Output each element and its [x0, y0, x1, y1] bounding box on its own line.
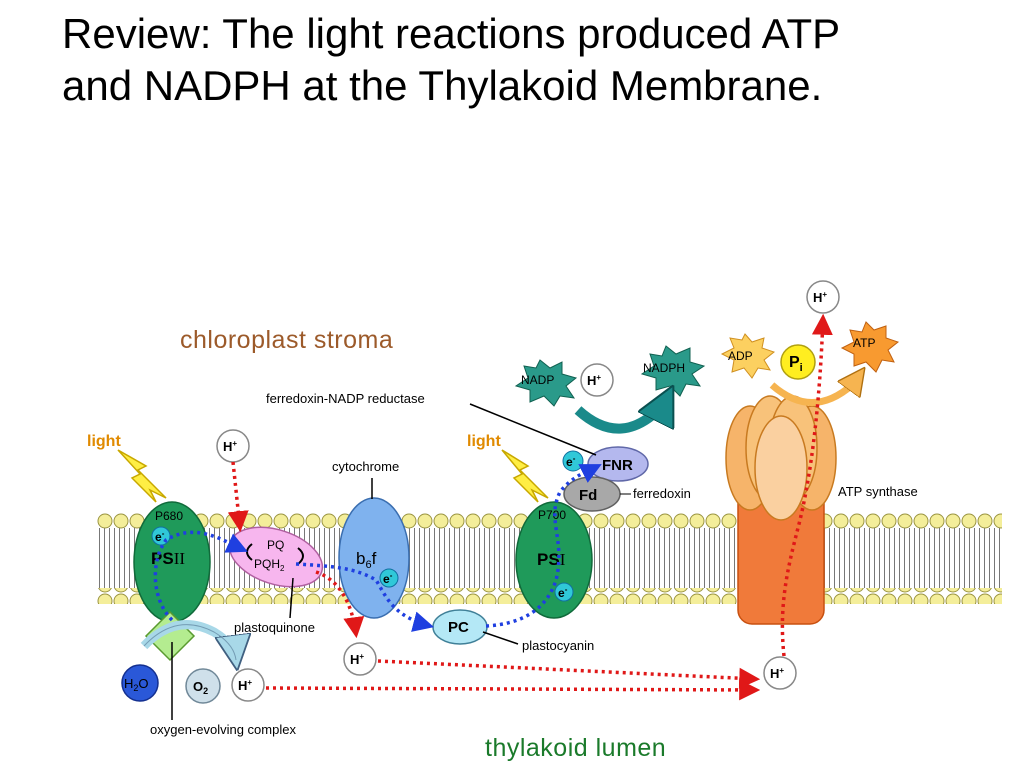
proton-stroma-nadp: H+: [580, 363, 614, 397]
proton-lumen-water: H+: [231, 668, 265, 702]
plastoquinone-leader: [289, 577, 294, 619]
proton-path-water-to-synthase: [265, 679, 761, 701]
svg-text:H+: H+: [238, 678, 252, 693]
proton-path-b6f-to-synthase: [377, 659, 761, 689]
electron-b6f-label: e-: [383, 571, 393, 586]
slide-title: Review: The light reactions produced ATP…: [62, 8, 1002, 112]
fnr-complex: [587, 446, 649, 482]
proton-lumen-atp-synthase: H+: [763, 656, 797, 690]
proton-stroma-atp: H+: [806, 280, 840, 314]
plastocyanin-label: plastocyanin: [522, 638, 594, 653]
pi-circle: [780, 344, 816, 380]
pc-label: PC: [448, 619, 469, 636]
electron-psii-label: e-: [155, 529, 165, 544]
fd-label: Fd: [579, 487, 597, 504]
cytochrome-b6f: [338, 497, 410, 619]
electron-b6f: [379, 568, 399, 588]
atp-star: [840, 321, 900, 373]
pq-label: PQ: [267, 538, 284, 552]
atp-formation-arrow: [769, 374, 860, 406]
slide-title-line-2: and NADPH at the Thylakoid Membrane.: [62, 62, 823, 109]
svg-text:H+: H+: [770, 666, 784, 681]
p680-label: P680: [155, 509, 183, 523]
proton-path-pq-to-lumen: [315, 570, 365, 639]
water-molecule: [121, 664, 159, 702]
electron-fd-label: e-: [566, 454, 576, 469]
b6f-label: b6f: [356, 549, 377, 571]
electron-path-pq-to-pc: [295, 562, 435, 632]
fnr-leader: [469, 403, 597, 456]
psi-label: PSI: [537, 550, 566, 569]
cytochrome-label: cytochrome: [332, 459, 399, 474]
oec-label: oxygen-evolving complex: [150, 722, 296, 737]
light-bolt-psi: [501, 449, 549, 503]
water-split-arrow-outline: [143, 624, 237, 661]
adp-label: ADP: [728, 349, 753, 363]
light-label-psii: light: [87, 433, 121, 450]
nadp-label: NADP: [521, 373, 554, 387]
proton-lumen-b6f: H+: [343, 642, 377, 676]
electron-psi-label: e-: [558, 585, 568, 600]
plastocyanin-leader: [482, 631, 519, 645]
atp-synthase: [725, 395, 837, 625]
atp-label: ATP: [853, 336, 875, 350]
light-bolt-psii: [117, 449, 167, 503]
lumen-label: thylakoid lumen: [485, 734, 666, 762]
stroma-label: chloroplast stroma: [180, 326, 393, 354]
proton-stroma-psii: H+: [216, 429, 250, 463]
water-label: H2O: [124, 676, 149, 693]
ferredoxin-label: ferredoxin: [633, 486, 691, 501]
atp-synthase-label: ATP synthase: [838, 484, 918, 499]
nadph-label: NADPH: [643, 361, 685, 375]
pq-cycle-arrow-right: [297, 547, 304, 565]
oxygen-molecule: [185, 668, 221, 704]
nadp-star: [514, 359, 578, 407]
svg-text:H+: H+: [813, 290, 827, 305]
svg-text:H+: H+: [350, 652, 364, 667]
plastoquinone-label: plastoquinone: [234, 620, 315, 635]
slide-title-line-1: Review: The light reactions produced ATP: [62, 10, 841, 57]
adp-star: [720, 333, 776, 379]
electron-path-psii-to-pq: [153, 530, 248, 622]
pqh2-label: PQH2: [254, 557, 285, 573]
fnr-label: FNR: [602, 457, 633, 474]
p700-label: P700: [538, 508, 566, 522]
fnr-name-label: ferredoxin-NADP reductase: [266, 391, 425, 406]
light-label-psi: light: [467, 433, 501, 450]
svg-text:H+: H+: [223, 439, 237, 454]
electron-psi: [554, 582, 574, 602]
electron-fd: [562, 450, 584, 472]
pi-label: Pi: [789, 354, 803, 374]
oxygen-label: O2: [193, 679, 208, 696]
nadph-formation-arrow: [574, 396, 668, 434]
svg-text:H+: H+: [587, 373, 601, 388]
psii-label: PSII: [151, 549, 185, 568]
